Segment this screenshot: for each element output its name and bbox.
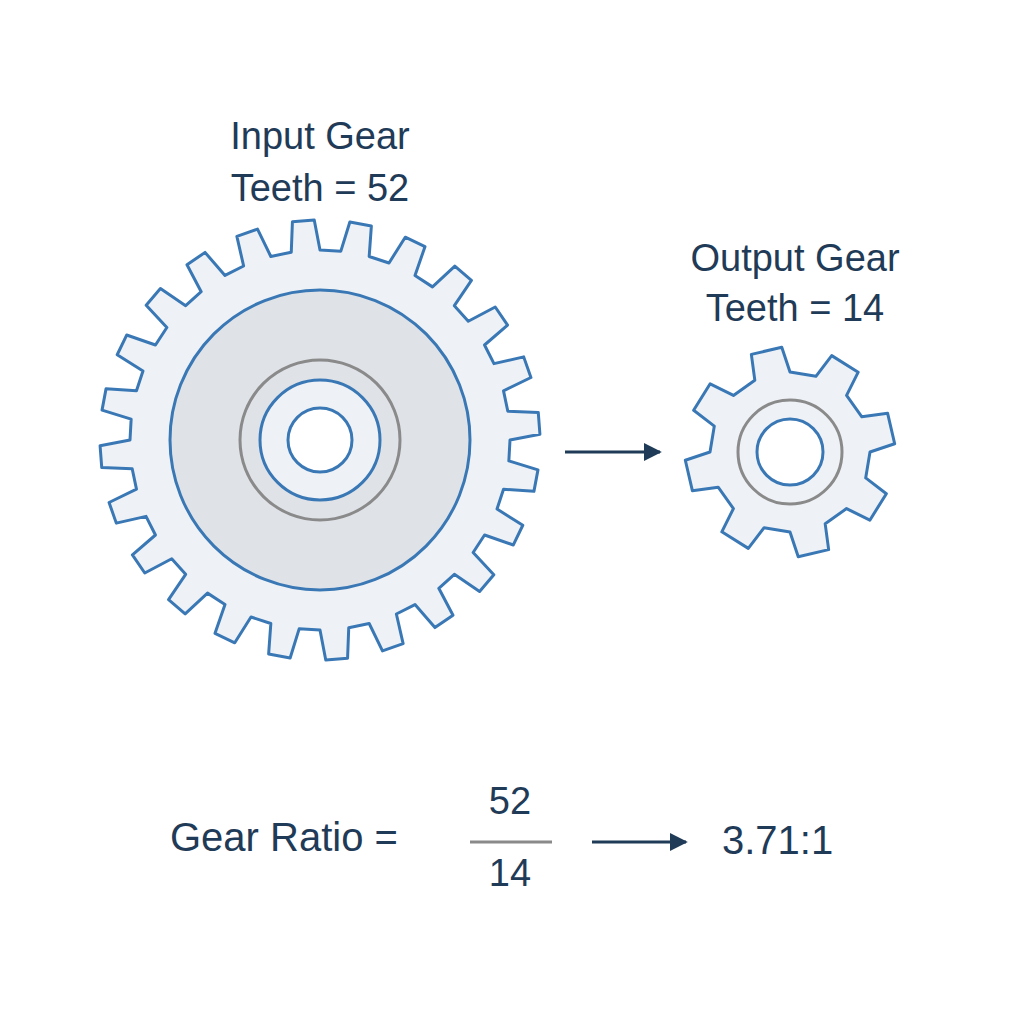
gear-node: Output Gear Teeth = 14 [670, 225, 920, 565]
gear-hub-ring [240, 360, 400, 520]
gear-bore [288, 408, 352, 472]
formula-text: Gear Ratio = [170, 815, 398, 860]
gear-teeth [685, 347, 894, 556]
formula-text: 3.71:1 [722, 818, 833, 863]
fraction-number: 14 [489, 852, 531, 895]
gear-teeth [100, 220, 540, 660]
gear-heading: Input Gear Teeth = 52 [185, 100, 455, 214]
gear-bore [757, 419, 823, 485]
fraction-number: 52 [489, 780, 531, 823]
gear-disk [170, 290, 470, 590]
result-arrow [592, 841, 686, 844]
gear-hub-ring [738, 400, 842, 504]
gear-bore [260, 380, 380, 500]
fraction-bar [470, 841, 552, 844]
connector-arrow [565, 451, 660, 454]
gear-heading: Output Gear Teeth = 14 [670, 225, 920, 333]
gear-node: Input Gear Teeth = 52 [90, 100, 550, 680]
